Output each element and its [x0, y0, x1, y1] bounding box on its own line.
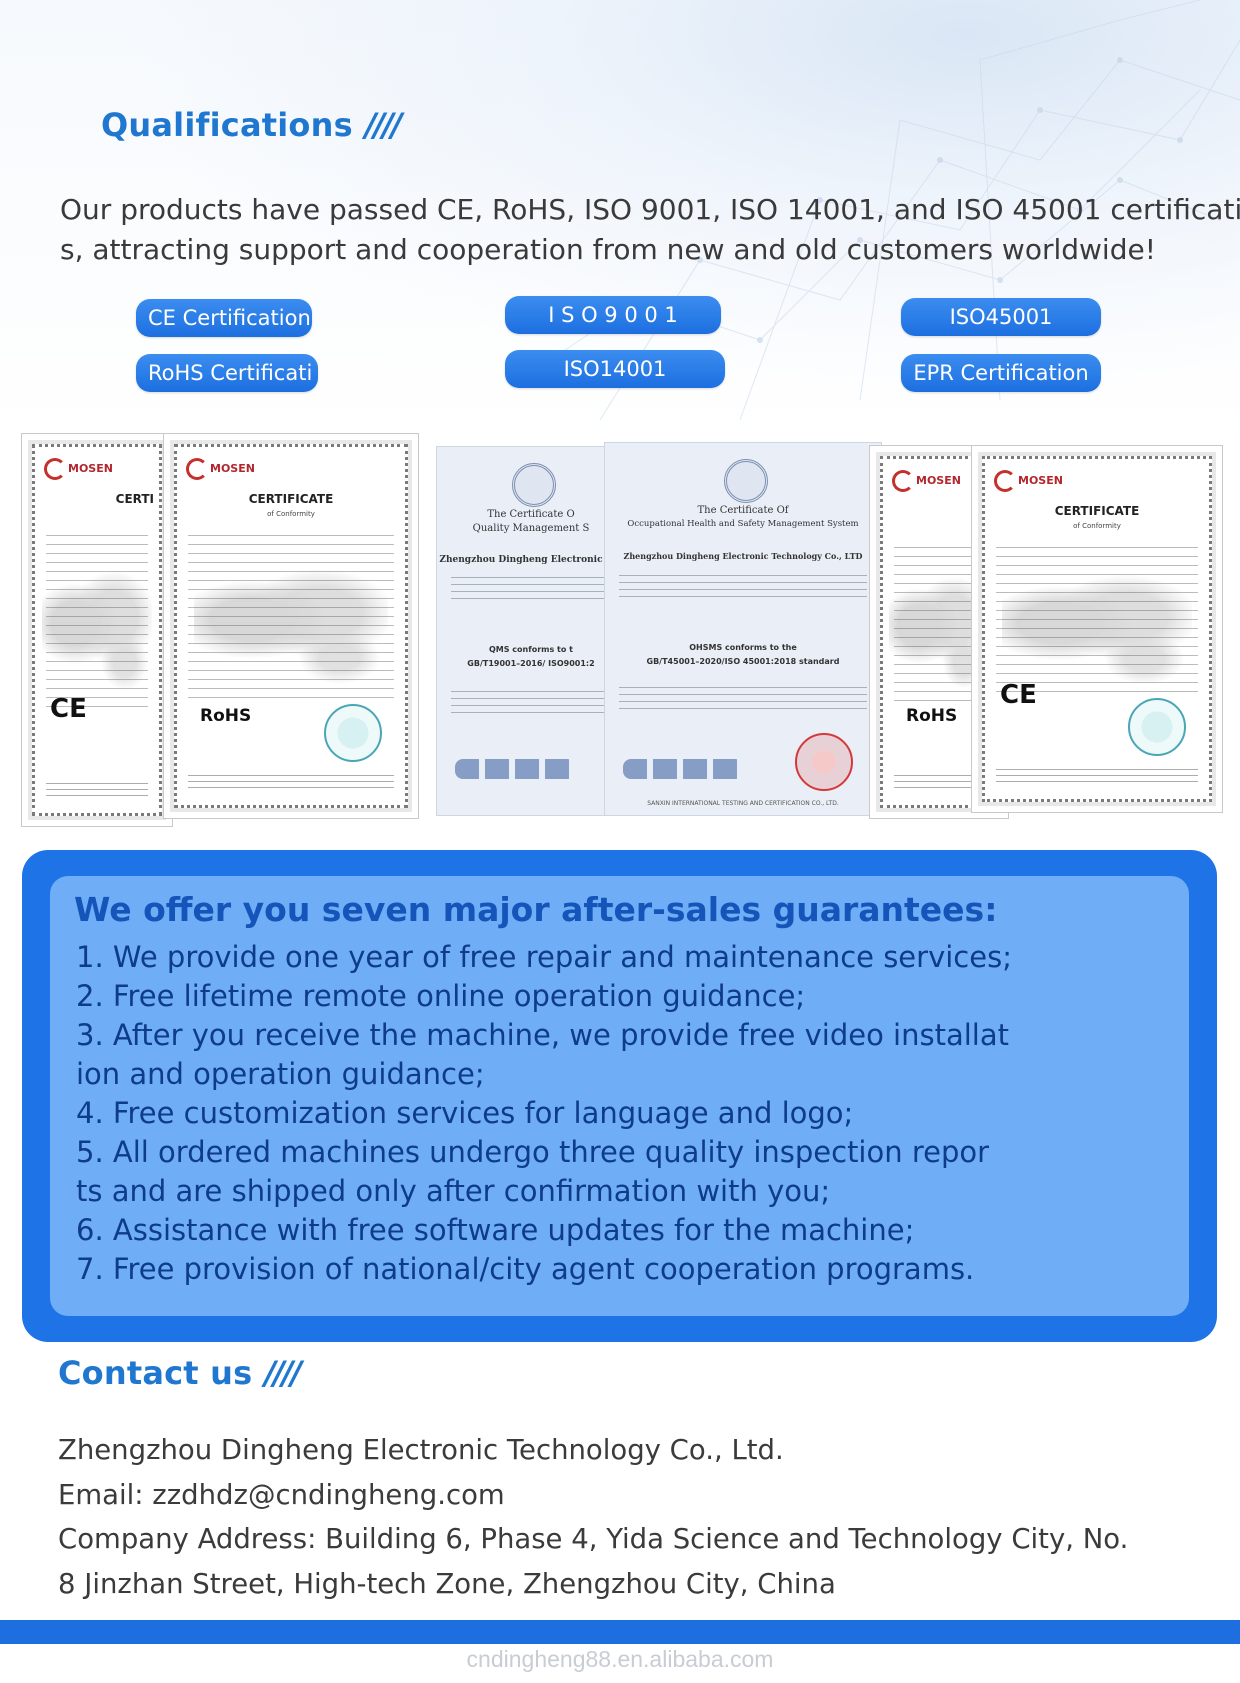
certificate-title: CERTIFICATE: [248, 492, 334, 506]
certificate-company: Zhengzhou Dingheng Electronic Tec: [439, 555, 623, 565]
guarantee-line: 5. All ordered machines undergo three qu…: [76, 1135, 990, 1169]
mosen-logo-icon: MOSEN: [44, 458, 113, 480]
certificate-footer: SANXIN INTERNATIONAL TESTING AND CERTIFI…: [647, 800, 839, 807]
after-sales-guarantees-card: We offer you seven major after-sales gua…: [50, 876, 1189, 1316]
rohs-mark: RoHS: [200, 706, 252, 726]
ce-certificate-image: MOSEN CERTI CE: [21, 433, 173, 827]
mosen-logo-icon: MOSEN: [994, 470, 1063, 492]
ce-mark: CE: [1000, 680, 1037, 710]
contact-email: Email: zzdhdz@cndingheng.com: [58, 1478, 505, 1511]
footer-website: cndingheng88.en.alibaba.com: [466, 1646, 774, 1672]
iso9001-badge: I S O 9 0 0 1: [505, 296, 721, 334]
rohs-certificate-image: MOSEN CERTIFICATE of Conformity RoHS: [163, 433, 419, 819]
certificate-scope: QMS conforms to t: [489, 645, 573, 654]
certification-stamp-icon: [324, 704, 382, 762]
certification-stamp-icon: [1128, 698, 1186, 756]
red-seal-icon: [795, 733, 853, 791]
qualifications-intro: Our products have passed CE, RoHS, ISO 9…: [60, 190, 1240, 270]
iso9001-certificate-image: The Certificate O Quality Management S Z…: [436, 446, 626, 816]
guarantees-title: We offer you seven major after-sales gua…: [74, 890, 998, 929]
certificate-subtitle: Occupational Health and Safety Managemen…: [627, 519, 859, 529]
certificate-company: Zhengzhou Dingheng Electronic Technology…: [623, 551, 863, 561]
certificate-title: The Certificate Of: [697, 505, 789, 516]
accreditation-logos-icon: [455, 759, 575, 779]
rohs-mark: RoHS: [906, 706, 958, 726]
company-address: Company Address: Building 6, Phase 4, Yi…: [58, 1523, 1129, 1555]
certificate-standard: GB/T19001–2016/ ISO9001:2: [467, 659, 595, 668]
company-name: Zhengzhou Dingheng Electronic Technology…: [58, 1434, 784, 1466]
company-address: 8 Jinzhan Street, High-tech Zone, Zhengz…: [58, 1567, 836, 1600]
qualifications-heading-text: Qualifications: [101, 106, 353, 144]
mosen-logo-icon: MOSEN: [186, 458, 255, 480]
ce-certification-badge: CE Certification: [136, 299, 312, 337]
intro-line: Our products have passed CE, RoHS, ISO 9…: [60, 193, 1240, 226]
contact-heading: Contact us ////: [58, 1354, 302, 1392]
epr-certification-badge: EPR Certification: [901, 354, 1101, 392]
ce-mark: CE: [50, 694, 87, 724]
slash-decoration-icon: ////: [364, 106, 403, 144]
slash-decoration-icon: ////: [264, 1354, 302, 1392]
qualifications-heading: Qualifications ////: [101, 106, 403, 144]
certificate-title: The Certificate O: [487, 509, 575, 520]
guarantee-line: 3. After you receive the machine, we pro…: [76, 1018, 1009, 1052]
csit-seal-icon: [724, 459, 768, 503]
certificate-subtitle: Quality Management S: [472, 523, 590, 534]
guarantee-line: ion and operation guidance;: [76, 1057, 485, 1091]
ce-certificate-image-2: MOSEN CERTIFICATE of Conformity CE: [971, 445, 1223, 813]
certificate-title: CERTIFICATE: [1054, 504, 1140, 518]
accreditation-logos-icon: [623, 759, 743, 779]
certificate-standard: GB/T45001–2020/ISO 45001:2018 standard: [646, 657, 840, 666]
after-sales-guarantees-panel: We offer you seven major after-sales gua…: [22, 850, 1217, 1342]
intro-line: s, attracting support and cooperation fr…: [60, 233, 1156, 266]
guarantee-line: 1. We provide one year of free repair an…: [76, 940, 1012, 974]
mosen-logo-icon: MOSEN: [892, 470, 961, 492]
footer-bar: [0, 1620, 1240, 1644]
certificate-scope: OHSMS conforms to the: [689, 643, 797, 652]
iso14001-badge: ISO14001: [505, 350, 725, 388]
certificate-subtitle: of Conformity: [267, 510, 315, 518]
guarantee-line: 6. Assistance with free software updates…: [76, 1213, 915, 1247]
contact-details: Zhengzhou Dingheng Electronic Technology…: [58, 1428, 1178, 1606]
guarantee-line: 2. Free lifetime remote online operation…: [76, 979, 806, 1013]
rohs-certification-badge: RoHS Certificati: [136, 354, 318, 392]
guarantee-line: ts and are shipped only after confirmati…: [76, 1174, 831, 1208]
guarantee-line: 4. Free customization services for langu…: [76, 1096, 854, 1130]
certificate-title: CERTI: [115, 492, 154, 506]
contact-heading-text: Contact us: [58, 1354, 253, 1392]
guarantee-line: 7. Free provision of national/city agent…: [76, 1252, 975, 1286]
certificate-subtitle: of Conformity: [1073, 522, 1121, 530]
csit-seal-icon: [512, 463, 556, 507]
iso45001-certificate-image: The Certificate Of Occupational Health a…: [604, 442, 882, 816]
certificate-gallery: MOSEN CERTI CE MOSEN CERTIFICATE of Conf…: [20, 432, 1225, 828]
guarantees-list: 1. We provide one year of free repair an…: [76, 938, 1012, 1289]
iso45001-badge: ISO45001: [901, 298, 1101, 336]
